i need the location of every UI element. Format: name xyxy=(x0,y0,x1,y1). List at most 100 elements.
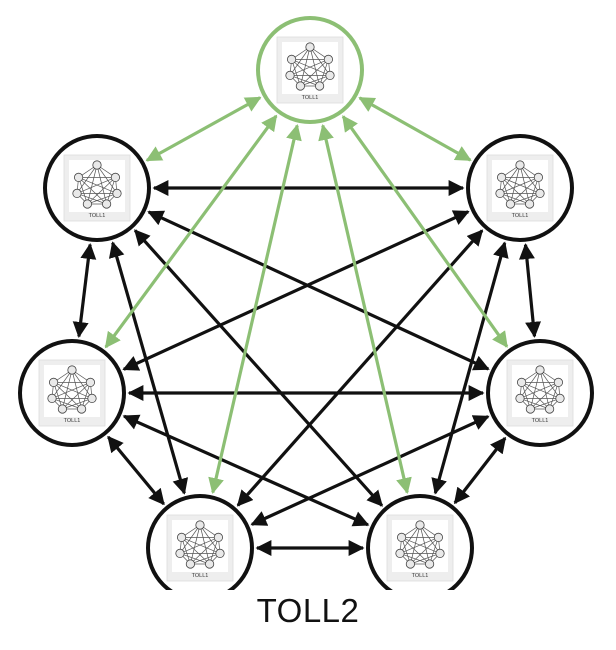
inner-node xyxy=(516,377,527,387)
inner-node xyxy=(525,404,536,414)
edge-upper-left-bottom-right xyxy=(133,229,384,507)
inner-node xyxy=(48,377,59,387)
inner-node xyxy=(77,404,87,414)
inner-edge xyxy=(181,537,210,565)
node-middle-right: TOLL1 xyxy=(486,339,594,447)
inner-edge xyxy=(209,537,219,565)
node-bottom-left: TOLL1 xyxy=(146,494,254,590)
inner-edge xyxy=(181,537,221,554)
inner-edge xyxy=(499,164,521,194)
inner-node xyxy=(495,188,505,198)
inner-edge xyxy=(530,382,559,410)
inner-edge xyxy=(401,537,441,554)
inner-edge xyxy=(510,193,541,205)
inner-node xyxy=(435,548,445,559)
inner-label: TOLL1 xyxy=(192,573,209,579)
inner-edge xyxy=(53,382,93,399)
inner-edge xyxy=(530,398,561,410)
inner-node xyxy=(110,172,121,182)
inner-node xyxy=(325,70,335,81)
inner-label: TOLL1 xyxy=(302,95,319,101)
edge-top-bottom-right xyxy=(318,123,412,495)
inner-edge xyxy=(399,524,421,554)
inner-edge xyxy=(289,59,329,76)
inner-label: TOLL1 xyxy=(532,418,549,424)
inner-edge xyxy=(521,382,561,399)
inner-node xyxy=(285,70,295,81)
inner-node xyxy=(213,532,223,543)
inner-edge xyxy=(399,553,430,565)
edge-upper-right-middle-right xyxy=(518,243,542,338)
inner-edge xyxy=(179,524,201,554)
inner-node xyxy=(72,188,82,198)
inner-node xyxy=(424,559,435,569)
inner-edge xyxy=(78,177,118,194)
inner-edge xyxy=(51,398,82,410)
inner-edge xyxy=(76,177,116,194)
inner-edge xyxy=(199,524,221,554)
inner-node xyxy=(535,188,545,198)
inner-edge xyxy=(51,382,91,399)
inner-edge xyxy=(53,382,82,410)
inner-node xyxy=(515,160,525,170)
inner-edge xyxy=(501,177,530,205)
inner-edge xyxy=(179,553,210,565)
inner-edge xyxy=(419,524,441,554)
inner-label: TOLL1 xyxy=(89,213,106,219)
inner-edge xyxy=(519,398,550,410)
inner-node xyxy=(555,393,565,403)
edge-middle-left-bottom-right xyxy=(122,414,370,527)
edge-middle-right-bottom-right xyxy=(453,436,507,505)
inner-edge xyxy=(62,398,93,410)
node-upper-left: TOLL1 xyxy=(43,134,151,242)
inner-edge xyxy=(291,59,320,87)
inner-edge xyxy=(300,75,331,87)
inner-node xyxy=(535,365,545,375)
edge-top-upper-left xyxy=(145,96,262,162)
inner-node xyxy=(102,199,112,209)
inner-node xyxy=(112,188,122,198)
inner-label: TOLL1 xyxy=(512,213,529,219)
inner-node xyxy=(323,54,333,65)
diagram-caption: TOLL2 xyxy=(256,592,360,629)
inner-edge xyxy=(399,537,439,554)
inner-edge xyxy=(499,193,530,205)
inner-node xyxy=(314,81,325,91)
inner-edge xyxy=(510,177,539,205)
inner-edge xyxy=(179,537,219,554)
node-bottom-right: TOLL1 xyxy=(366,494,474,590)
edge-upper-left-middle-left xyxy=(72,243,97,338)
inner-edge xyxy=(499,177,539,194)
inner-node xyxy=(286,54,297,65)
inner-edge xyxy=(519,164,541,194)
inner-node xyxy=(524,199,535,209)
inner-node xyxy=(496,172,507,182)
node-middle-left: TOLL1 xyxy=(18,339,126,447)
inner-node xyxy=(433,532,443,543)
inner-edge xyxy=(429,537,439,565)
inner-edge xyxy=(71,369,93,399)
inner-node xyxy=(177,532,187,543)
inner-edge xyxy=(549,382,559,410)
inner-edge xyxy=(289,46,311,76)
inner-node xyxy=(544,404,555,414)
edge-middle-left-bottom-left xyxy=(107,435,165,506)
inner-edge xyxy=(87,193,118,205)
inner-edge xyxy=(190,553,221,565)
inner-node xyxy=(85,377,96,387)
inner-edge xyxy=(78,177,107,205)
inner-node xyxy=(57,404,68,414)
edge-upper-left-middle-right xyxy=(147,210,490,371)
inner-node xyxy=(295,81,305,91)
inner-edge xyxy=(501,177,541,194)
inner-node xyxy=(47,393,57,403)
inner-edge xyxy=(190,537,219,565)
edge-top-upper-right xyxy=(358,96,472,162)
inner-edge xyxy=(529,177,539,205)
edges-layer xyxy=(72,96,542,556)
edge-upper-right-middle-left xyxy=(122,210,470,371)
inner-edge xyxy=(519,369,541,399)
